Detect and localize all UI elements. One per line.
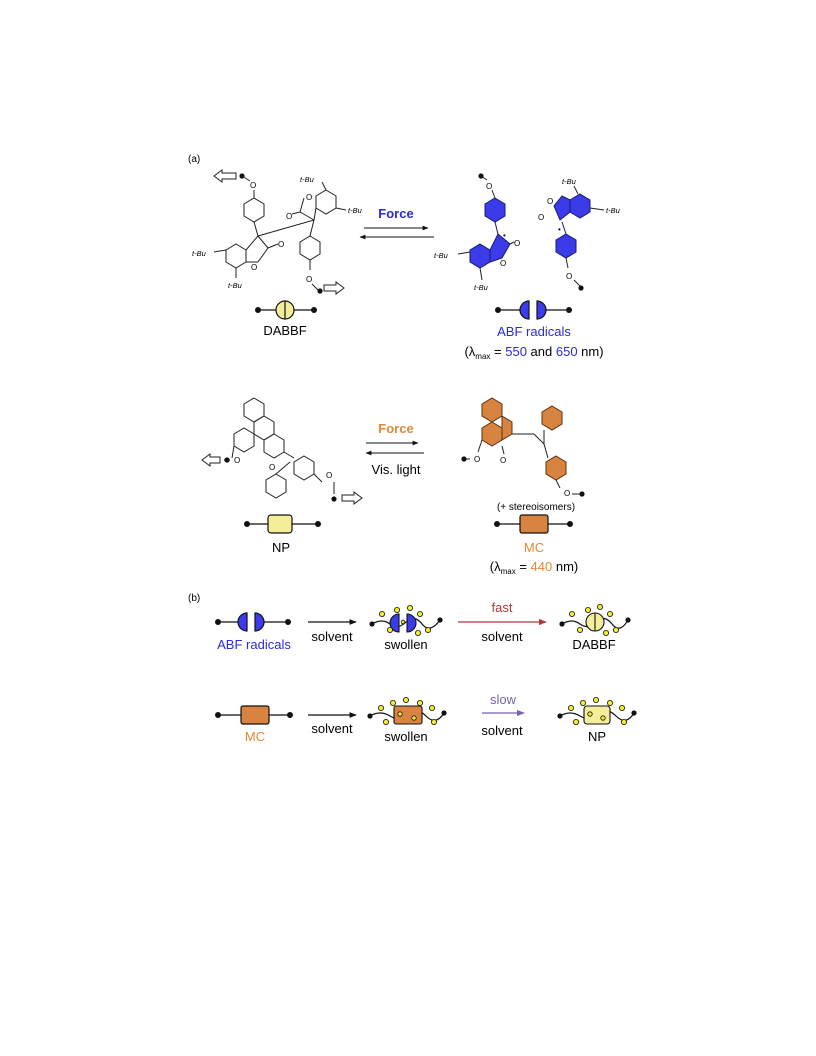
svg-text:O: O: [250, 181, 256, 190]
dabbf-icon: [255, 300, 317, 320]
swollen-np-icon: [557, 697, 637, 726]
dabbf-structure: O O O t-Bu t-Bu O O t-Bu t-Bu: [192, 169, 363, 295]
svg-text:O: O: [286, 212, 292, 221]
row2-start-label: MC: [245, 729, 265, 744]
row2-rate-label: slow: [490, 692, 517, 707]
row1-rate-label: fast: [492, 600, 513, 615]
abf-radicals-structure: O • O O t-Bu t-Bu t-Bu t-Bu O O • O: [434, 173, 621, 292]
pull-arrow-icon: [201, 453, 221, 467]
mc-icon-b: [215, 705, 293, 725]
row1-mid-label: swollen: [384, 637, 427, 652]
row2-step1-label: solvent: [311, 721, 353, 736]
svg-text:O: O: [486, 182, 492, 191]
svg-text:•: •: [503, 231, 506, 240]
mc-icon: [494, 514, 573, 534]
svg-text:t-Bu: t-Bu: [300, 175, 315, 184]
panel-b-row2: MC solvent swollen slow solvent: [215, 692, 637, 744]
pull-arrow-icon: [213, 169, 237, 183]
abf-lambda: (λmax = 550 and 650 nm): [464, 344, 603, 361]
force-label-2: Force: [378, 421, 413, 436]
pull-arrow-icon: [341, 491, 363, 505]
mc-lambda: (λmax = 440 nm): [490, 559, 579, 576]
svg-text:O: O: [474, 455, 480, 464]
np-label: NP: [272, 540, 290, 555]
panel-label-b: (b): [188, 593, 200, 604]
svg-text:t-Bu: t-Bu: [562, 177, 577, 186]
panel-label-a: (a): [188, 154, 200, 165]
svg-text:O: O: [500, 456, 506, 465]
stereoisomers-label: (+ stereoisomers): [497, 502, 575, 513]
svg-text:O: O: [269, 463, 275, 472]
vis-light-label: Vis. light: [372, 462, 421, 477]
row1-end-label: DABBF: [572, 637, 615, 652]
svg-text:O: O: [234, 456, 240, 465]
force-label-1: Force: [378, 206, 413, 221]
row1-step1-label: solvent: [311, 629, 353, 644]
swollen-abf-icon: [369, 605, 443, 637]
svg-text:t-Bu: t-Bu: [228, 281, 243, 290]
row1-start-label: ABF radicals: [217, 637, 291, 652]
row2-mid-label: swollen: [384, 729, 427, 744]
svg-text:O: O: [538, 213, 544, 222]
pull-arrow-icon: [323, 281, 345, 295]
force-equilibrium-1: Force: [359, 206, 434, 240]
svg-text:O: O: [306, 275, 312, 284]
svg-text:O: O: [564, 489, 570, 498]
panel-b-row1: ABF radicals solvent swollen fast solven…: [215, 600, 631, 652]
force-equilibrium-2: Force Vis. light: [365, 421, 424, 477]
svg-text:O: O: [566, 272, 572, 281]
abf-radicals-icon: [495, 300, 572, 320]
abf-radicals-label: ABF radicals: [497, 324, 571, 339]
dabbf-label: DABBF: [263, 323, 306, 338]
np-structure: O O O: [201, 397, 363, 505]
mc-structure: O O O: [461, 397, 585, 498]
row2-end-label: NP: [588, 729, 606, 744]
svg-text:O: O: [547, 197, 553, 206]
svg-text:O: O: [251, 263, 257, 272]
swollen-mc-icon: [367, 697, 447, 726]
svg-text:t-Bu: t-Bu: [474, 283, 489, 292]
mc-label: MC: [524, 540, 544, 555]
svg-text:O: O: [500, 259, 506, 268]
svg-text:t-Bu: t-Bu: [606, 206, 621, 215]
swollen-dabbf-icon: [559, 604, 631, 637]
svg-text:t-Bu: t-Bu: [434, 251, 449, 260]
abf-radicals-icon-b: [215, 612, 291, 632]
row1-step2-label: solvent: [481, 629, 523, 644]
svg-text:O: O: [306, 193, 312, 202]
svg-text:O: O: [278, 240, 284, 249]
np-icon: [244, 514, 321, 534]
svg-text:t-Bu: t-Bu: [192, 249, 207, 258]
svg-text:t-Bu: t-Bu: [348, 206, 363, 215]
row2-step2-label: solvent: [481, 723, 523, 738]
svg-text:O: O: [326, 471, 332, 480]
svg-text:•: •: [558, 225, 561, 234]
svg-text:O: O: [514, 239, 520, 248]
